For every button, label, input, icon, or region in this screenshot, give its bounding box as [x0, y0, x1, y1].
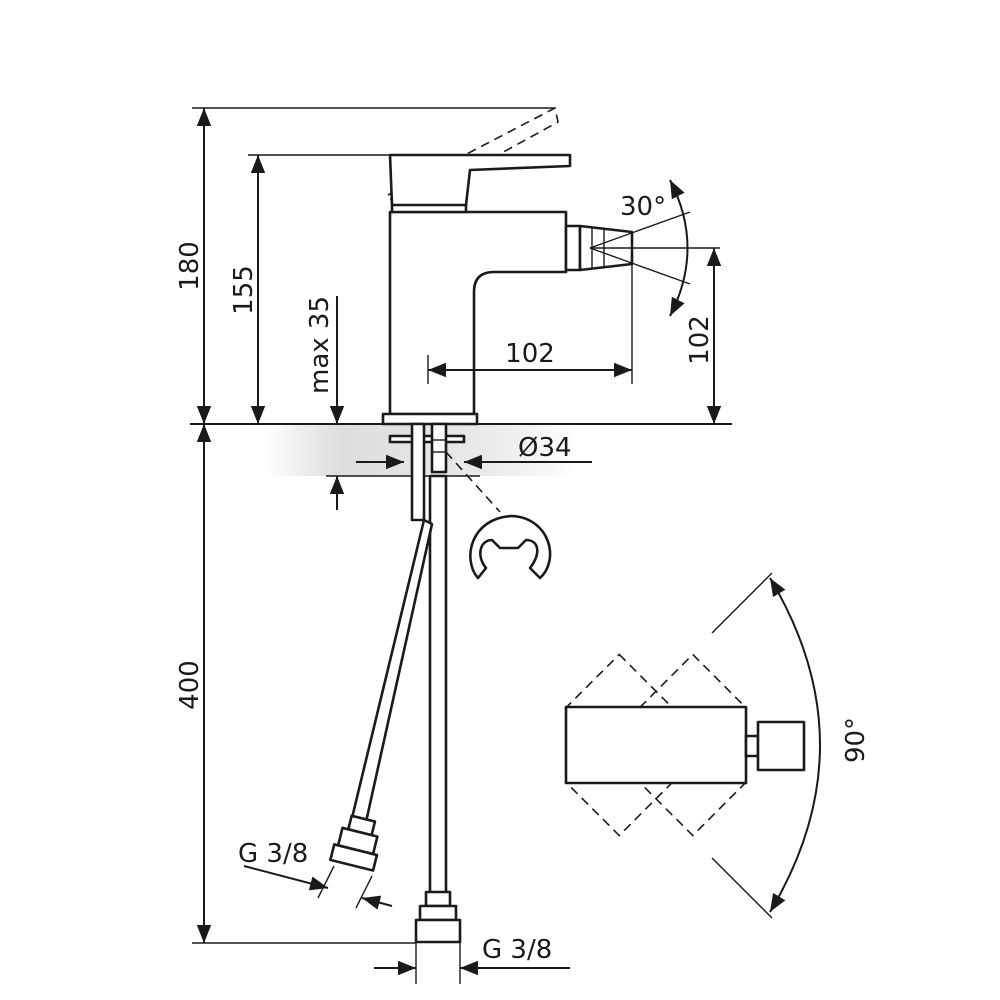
dim-spout-height: 155	[229, 154, 390, 424]
fixing-assembly	[388, 422, 501, 522]
dim-spout-reach: 102	[427, 264, 633, 384]
top-view: 90°	[564, 572, 871, 919]
dim-base-diameter: Ø34	[356, 433, 592, 470]
dim-connector-left: G 3/8	[238, 839, 393, 910]
faucet-column	[388, 210, 568, 416]
dim-spout-reach-label: 102	[505, 339, 555, 369]
dim-max-thickness: max 35	[305, 296, 480, 510]
fixing-rod	[410, 422, 426, 522]
dim-outlet-height-label: 102	[685, 315, 715, 365]
handle-lever	[388, 153, 572, 207]
flexible-hoses	[329, 474, 462, 944]
dim-total-height-label: 180	[175, 241, 205, 291]
horseshoe-clip	[469, 514, 552, 580]
dim-outlet-height: 102	[685, 248, 722, 424]
dim-total-height: 180	[175, 107, 555, 424]
dim-base-diameter-label: Ø34	[518, 433, 572, 463]
dim-max-thickness-label: max 35	[305, 296, 335, 394]
dim-hose-length-label: 400	[175, 660, 205, 710]
dim-connector-right: G 3/8	[374, 935, 570, 984]
dim-connector-right-label: G 3/8	[482, 935, 552, 965]
dim-connector-left-label: G 3/8	[238, 839, 308, 869]
faucet-base-plate	[381, 412, 479, 426]
fixing-washer	[388, 434, 466, 444]
dim-spout-height-label: 155	[229, 265, 259, 315]
fixing-stud	[430, 422, 448, 474]
hose-straight	[428, 474, 448, 902]
top-view-aerator	[756, 720, 806, 772]
top-view-handle	[564, 705, 748, 785]
dim-handle-angle-label: 90°	[841, 717, 871, 763]
aerator-ring	[564, 224, 582, 272]
dim-hose-length: 400	[175, 424, 416, 944]
hose-angled	[350, 518, 434, 824]
top-view-connector	[744, 734, 760, 758]
dim-swivel-angle: 30°	[589, 179, 720, 317]
faucet-body	[381, 106, 634, 426]
dim-swivel-angle-label: 30°	[620, 192, 666, 222]
